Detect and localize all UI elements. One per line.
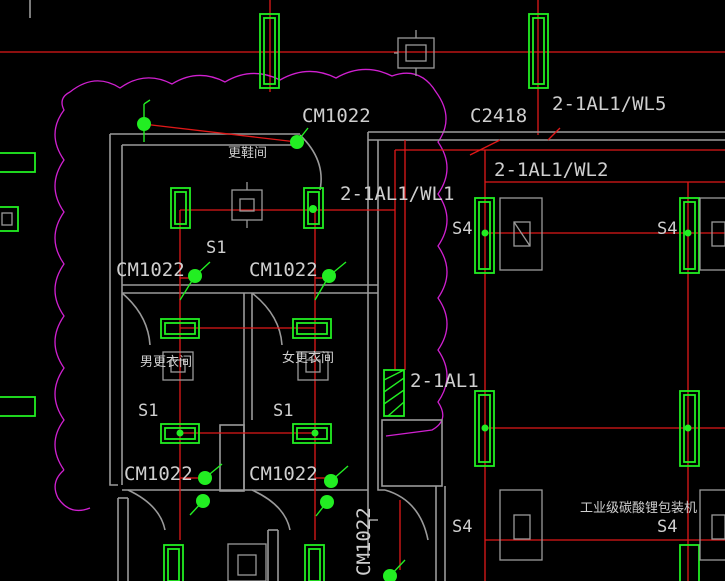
fixture-shoe-room-right	[303, 187, 324, 229]
switch-bottom	[383, 559, 406, 581]
junction-dot	[684, 424, 692, 432]
label-circuit-wl2: 2-1AL1/WL2	[494, 159, 608, 181]
junction-dot	[684, 229, 692, 237]
label-circuit-wl5: 2-1AL1/WL5	[552, 93, 666, 115]
exhaust-fan-women-room	[297, 351, 329, 381]
fixture-bottom-left	[163, 544, 184, 581]
label-switch-s4-b: S4	[657, 219, 677, 239]
label-switch-s1-c: S1	[273, 401, 293, 421]
label-door-cm1022-top: CM1022	[302, 105, 371, 127]
label-switch-s4-a: S4	[452, 219, 472, 239]
label-room-men: 男更衣间	[140, 354, 192, 370]
label-room-women: 女更衣间	[282, 350, 334, 366]
exhaust-fan-bottom	[227, 543, 267, 581]
label-switch-s4-d: S4	[657, 517, 677, 537]
label-door-cm1022-left-b: CM1022	[249, 259, 318, 281]
label-window-c2418: C2418	[470, 105, 527, 127]
fixture-top-left	[259, 13, 280, 89]
socket-workshop-c	[499, 489, 543, 561]
label-switch-s1-b: S1	[138, 401, 158, 421]
exhaust-fan-shoe-room	[231, 182, 263, 228]
junction-dot	[311, 429, 319, 437]
label-room-shoe: 更鞋间	[228, 145, 267, 161]
door-swings	[121, 134, 429, 541]
switch-shoe-room-door	[290, 127, 309, 149]
fixture-top-right	[528, 13, 549, 89]
label-door-cm1022-low-b: CM1022	[249, 463, 318, 485]
switch-women-room	[314, 261, 347, 301]
switch-lower-left	[189, 463, 223, 516]
label-door-cm1022-left-a: CM1022	[116, 259, 185, 281]
label-door-cm1022-low-a: CM1022	[124, 463, 193, 485]
label-panel-2-1al1: 2-1AL1	[410, 370, 479, 392]
fixture-workshop-bottom-right	[679, 544, 700, 581]
junction-dot	[481, 229, 489, 237]
revision-cloud	[54, 68, 448, 512]
fixture-workshop-mid-a	[474, 390, 495, 467]
switch-shoe-room-wall	[137, 99, 151, 142]
label-room-packaging: 工业级碳酸锂包装机	[580, 501, 697, 516]
fixture-workshop-s4-b	[679, 197, 700, 274]
distribution-panel	[383, 369, 405, 417]
switch-men-room	[179, 261, 211, 301]
label-switch-s4-c: S4	[452, 517, 472, 537]
fixture-women-room-low	[292, 423, 332, 444]
fixture-left-edge-small	[0, 206, 19, 232]
target-symbol-top	[394, 30, 435, 76]
fixture-women-room	[292, 318, 332, 339]
junction-dot	[309, 205, 317, 213]
fixture-men-room-low	[160, 423, 200, 444]
socket-workshop-d	[699, 489, 725, 561]
label-door-cm1022-vertical: CM1022	[353, 507, 375, 576]
fixture-shoe-room-left	[170, 187, 191, 229]
fixture-men-room	[160, 318, 200, 339]
socket-workshop-b	[699, 197, 725, 271]
label-circuit-wl1: 2-1AL1/WL1	[340, 183, 454, 205]
walls	[109, 131, 725, 581]
fixture-left-edge-bottom	[0, 396, 36, 417]
junction-dot	[481, 424, 489, 432]
socket-workshop-a	[499, 197, 543, 271]
exhaust-fan-men-room	[162, 351, 194, 381]
fixture-left-edge-top	[0, 152, 36, 173]
fixture-workshop-mid-b	[679, 390, 700, 467]
fixture-workshop-s4-a	[474, 197, 495, 274]
junction-dot	[176, 429, 184, 437]
switch-lower-right	[315, 465, 349, 517]
fixture-bottom-mid	[304, 544, 325, 581]
label-switch-s1-a: S1	[206, 238, 226, 258]
